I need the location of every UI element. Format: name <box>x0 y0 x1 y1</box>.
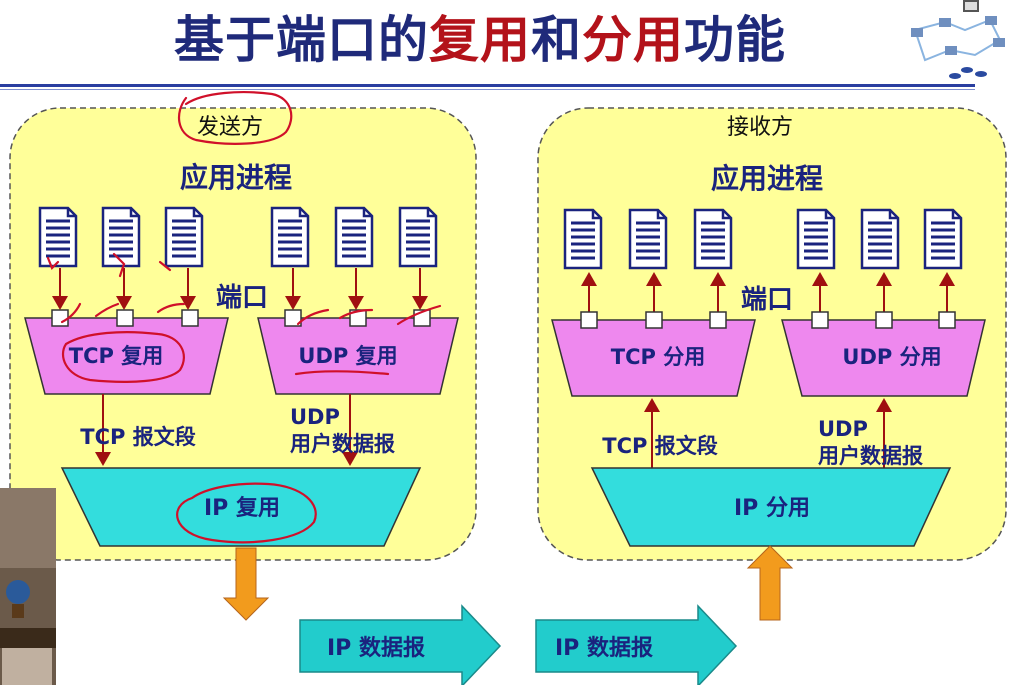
receiver-ip-demux <box>590 467 952 547</box>
sender-process-doc-icon <box>398 206 438 268</box>
title-part-5: 功能 <box>684 11 786 69</box>
receiver-port-box <box>875 311 893 329</box>
receiver-port-box <box>938 311 956 329</box>
sender-ip-mux-label: IP 复用 <box>204 495 280 521</box>
receiver-process-doc-icon <box>563 208 603 270</box>
receiver-udp-datagram-label-1: UDP <box>818 417 868 441</box>
handwritten-annotations <box>46 91 442 544</box>
sender-port-box <box>284 309 302 327</box>
sender-process-doc-icon <box>38 206 78 268</box>
receiver-process-doc-icon <box>693 208 733 270</box>
title-part-2: 复用 <box>429 11 531 69</box>
receiver-tcp-demux-label: TCP 分用 <box>611 345 705 369</box>
sender-udp-mux-label: UDP 复用 <box>298 344 397 368</box>
send-down-arrow-icon <box>222 547 270 621</box>
title-underline <box>0 84 975 87</box>
ip-datagram-1: IP 数据报 <box>299 604 502 685</box>
sender-process-doc-icon <box>164 206 204 268</box>
sender-panel: 发送方 应用进程 端口 TCP 复用 <box>9 107 477 561</box>
sender-app-label: 应用进程 <box>180 161 292 194</box>
title-part-3: 和 <box>531 11 582 69</box>
receiver-udp-datagram-label-2: 用户数据报 <box>818 444 923 468</box>
slide-title: 基于端口的复用和分用功能 <box>0 2 960 78</box>
receiver-label: 接收方 <box>727 115 793 140</box>
ip-datagram-label: IP 数据报 <box>555 635 653 661</box>
receiver-process-doc-icon <box>923 208 963 270</box>
receiver-udp-demux-label: UDP 分用 <box>842 345 941 369</box>
sender-port-label: 端口 <box>216 283 268 313</box>
receiver-process-doc-icon <box>796 208 836 270</box>
sender-process-doc-icon <box>270 206 310 268</box>
receiver-port-box <box>811 311 829 329</box>
sender-udp-mux <box>257 317 459 395</box>
sender-tcp-mux-label: TCP 复用 <box>69 344 163 368</box>
sender-process-doc-icon <box>101 206 141 268</box>
sender-tcp-segment-label: TCP 报文段 <box>80 425 195 449</box>
receiver-ip-demux-label: IP 分用 <box>734 496 810 521</box>
webcam-overlay <box>0 488 56 685</box>
sender-label: 发送方 <box>197 115 263 140</box>
sender-port-box <box>181 309 199 327</box>
sender-udp-datagram-label-1: UDP <box>290 405 340 429</box>
title-part-4: 分用 <box>582 11 684 69</box>
receiver-tcp-segment-label: TCP 报文段 <box>602 434 717 458</box>
sender-port-box <box>116 309 134 327</box>
sender-process-doc-icon <box>334 206 374 268</box>
receiver-process-doc-icon <box>860 208 900 270</box>
ip-datagram-label: IP 数据报 <box>327 635 425 661</box>
receiver-port-box <box>709 311 727 329</box>
receiver-panel: 接收方 应用进程 端口 TCP 分用 UDP 分 <box>537 107 1007 561</box>
sender-port-box <box>349 309 367 327</box>
receiver-port-label: 端口 <box>741 285 793 315</box>
title-underline-thin <box>0 89 975 90</box>
receive-up-arrow-icon <box>746 545 794 621</box>
receiver-app-label: 应用进程 <box>711 162 823 195</box>
receiver-port-box <box>645 311 663 329</box>
sender-port-box <box>51 309 69 327</box>
receiver-process-doc-icon <box>628 208 668 270</box>
receiver-port-box <box>580 311 598 329</box>
network-logo-icon <box>911 0 1005 79</box>
receiver-tcp-demux <box>551 319 756 397</box>
sender-udp-datagram-label-2: 用户数据报 <box>290 432 395 456</box>
ip-datagram-2: IP 数据报 <box>535 604 738 685</box>
title-part-1: 基于端口的 <box>174 11 429 69</box>
receiver-udp-demux <box>781 319 986 397</box>
sender-ip-mux <box>60 467 422 547</box>
